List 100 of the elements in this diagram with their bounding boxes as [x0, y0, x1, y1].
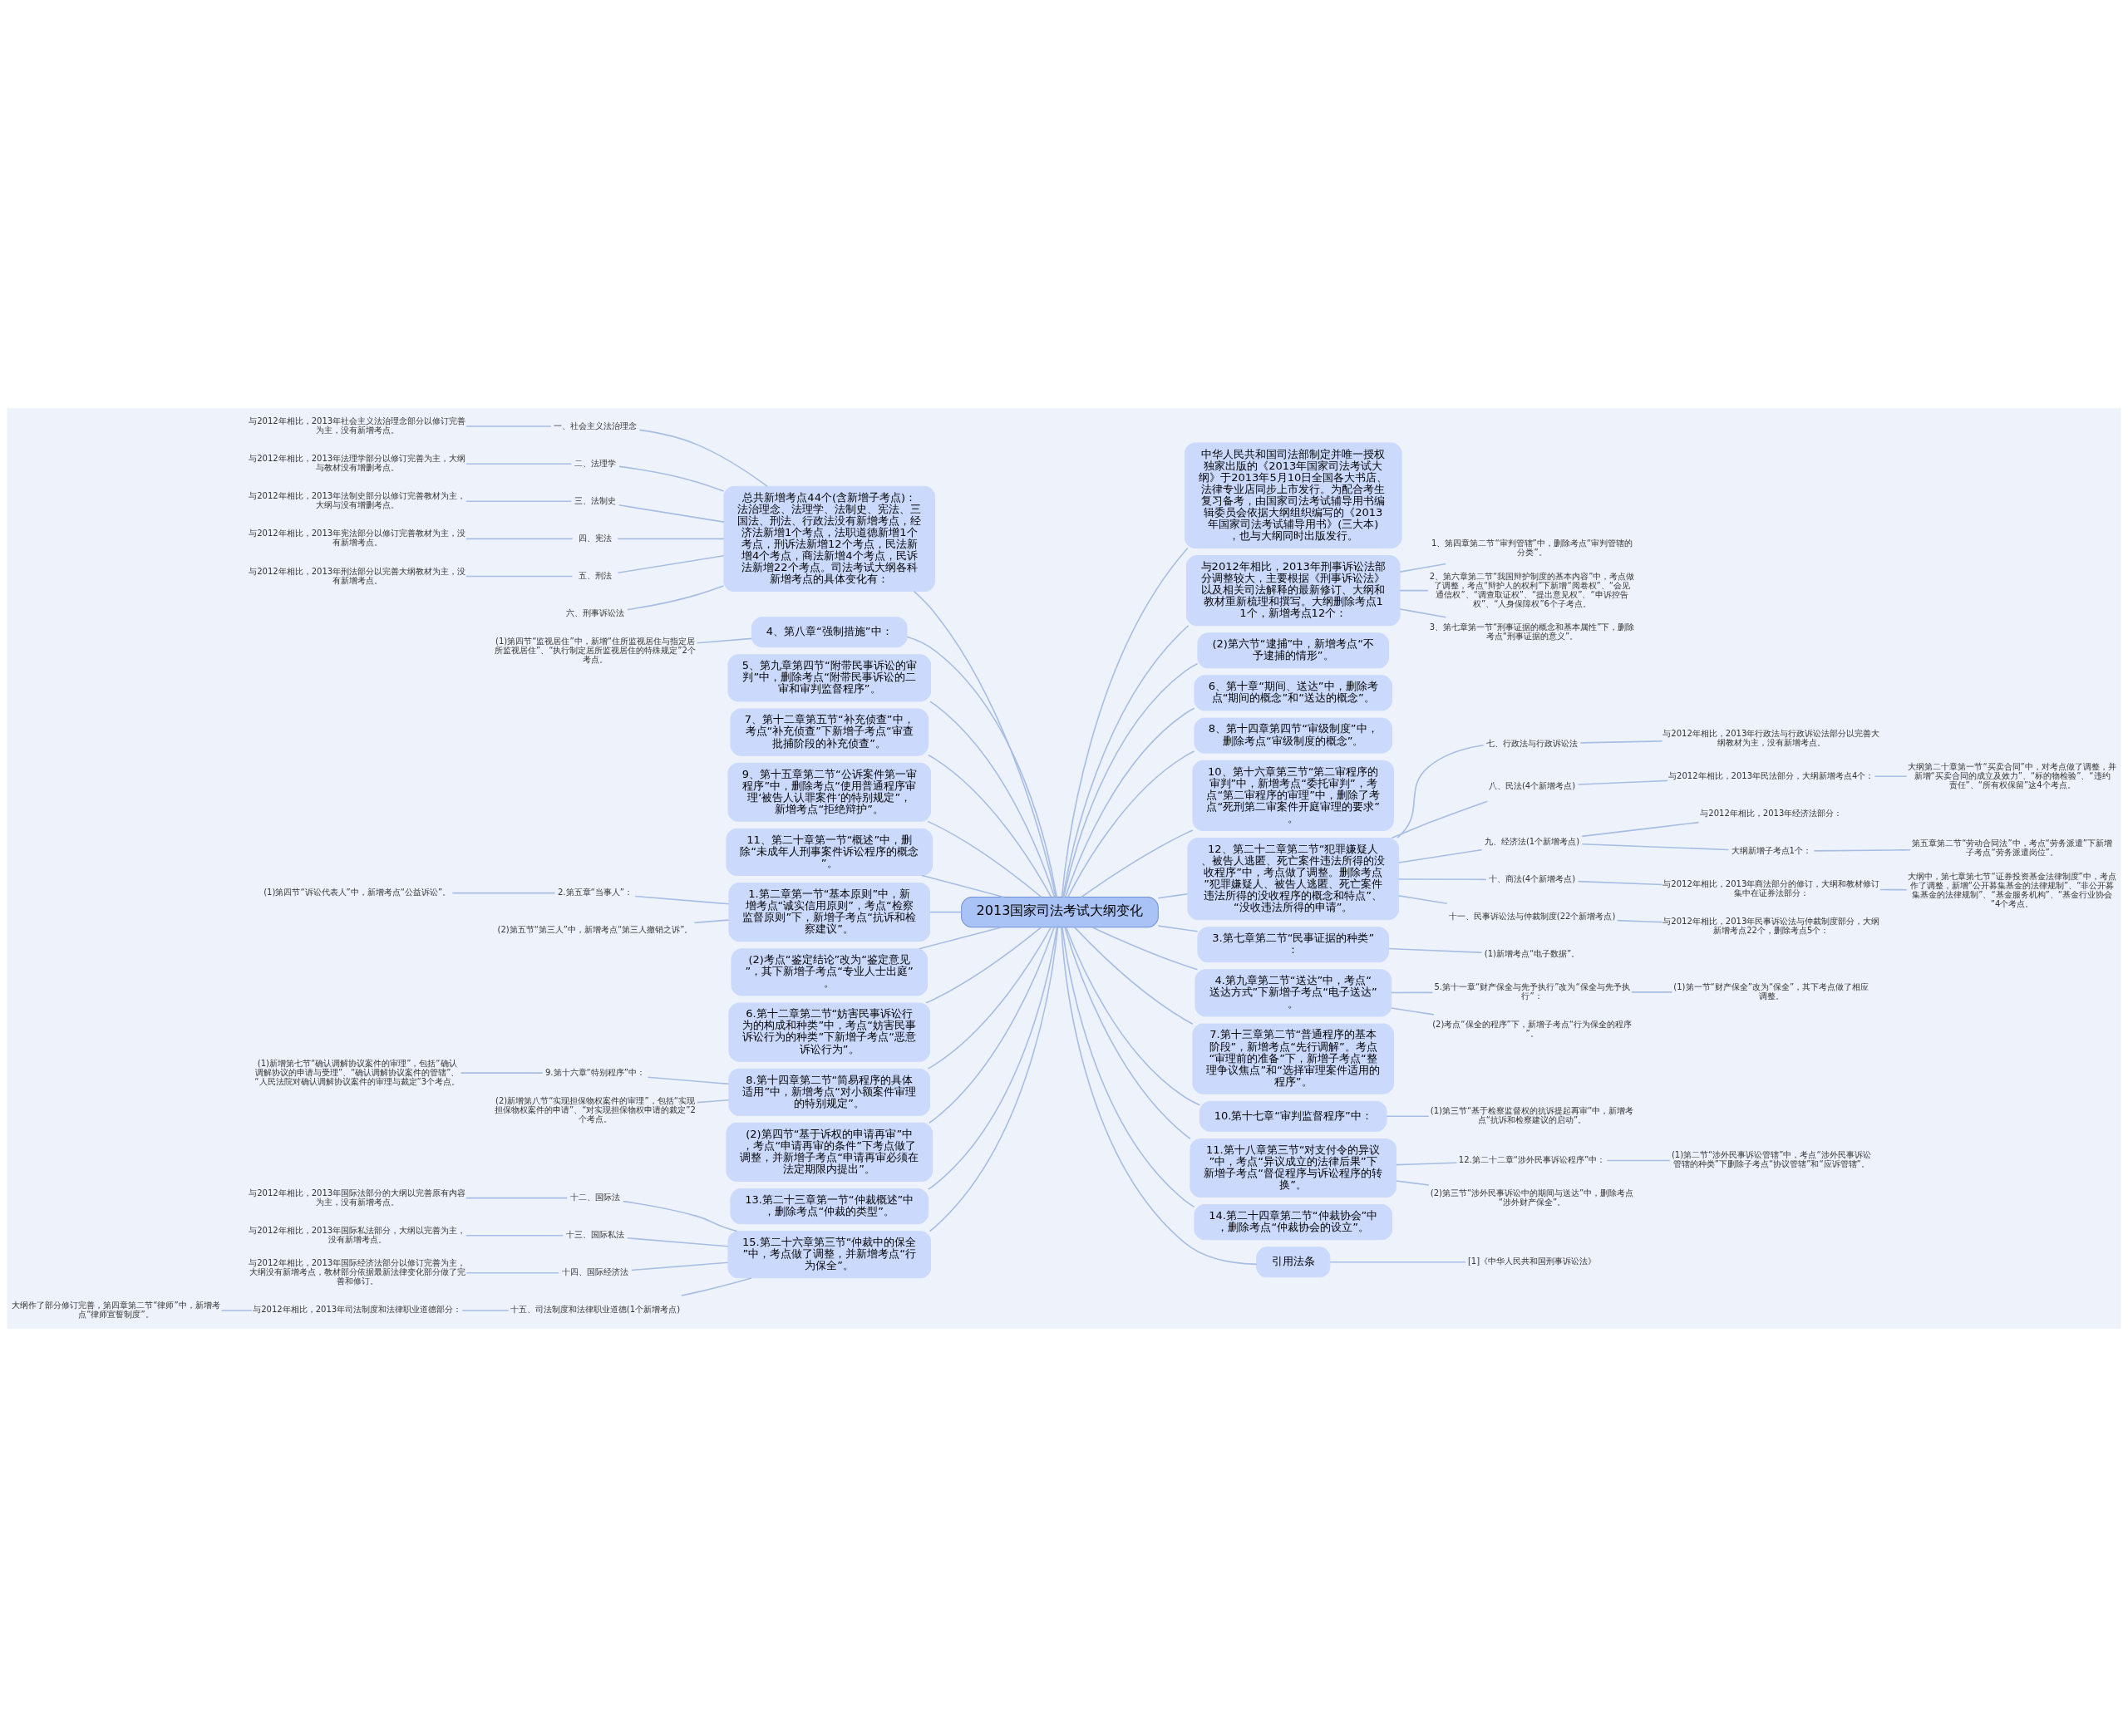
node-box: (2)第六节“逮捕”中，新增考点“不予逮捕的情形”。: [1197, 632, 1390, 668]
connector: [1064, 926, 1191, 1139]
connector: [906, 636, 1058, 898]
connector: [630, 1261, 729, 1271]
node-text: (2)第三节“涉外民事诉讼中的期间与送达”中，删除考点“涉外财产保全”。: [1430, 1188, 1634, 1207]
connector: [1396, 1162, 1458, 1165]
node-text: 与2012年相比，2013年国际经济法部分以修订完善为主，大纲没有新增考点，教材部分依据最新法律变化部分做了完善和修订。: [249, 1257, 466, 1286]
node-text: 十四、国际经济法: [561, 1266, 628, 1276]
node-text: (1)第一节“财产保全”改为“保全”，其下考点做了相应调整。: [1673, 981, 1869, 1001]
connector: [1157, 893, 1189, 899]
node-text: [1]《中华人民共和国刑事诉讼法》: [1467, 1256, 1597, 1266]
node-text: 与2012年相比，2013年民法部分，大纲新增考点4个：: [1668, 770, 1874, 780]
node-box: 引用法条: [1256, 1246, 1331, 1277]
connector: [1813, 848, 1911, 852]
connector: [919, 926, 1002, 949]
connector: [1386, 1115, 1430, 1117]
node-text: (1)第四节“诉讼代表人”中，新增考点“公益诉讼”。: [264, 887, 451, 897]
node-text: 六、刑事诉讼法: [565, 607, 624, 617]
connector: [460, 1071, 544, 1074]
node-box: (2)第四节“基于诉权的申请再审”中，考点“申请再审的条件”下考点做了调整，并新增子考点“申请再审必须在法定期限内提出”。: [726, 1122, 933, 1182]
node-box: 与2012年相比，2013年刑事诉讼法部分调整较大，主要根据《刑事诉讼法》以及相关司法解释的最新修订、大纲和教材重新梳理和撰写。大纲删除考点11个，新增考点12个：: [1185, 554, 1401, 626]
node-text: 与2012年相比，2013年经济法部分：: [1700, 808, 1843, 818]
connector: [465, 425, 552, 427]
node-text: 十一、民事诉讼法与仲裁制度(22个新增考点): [1448, 911, 1616, 921]
connector: [465, 1234, 564, 1236]
node-text: 十三、国际私法: [565, 1229, 624, 1239]
connector: [1157, 924, 1199, 932]
node-text: 八、民法(4个新增考点): [1488, 780, 1576, 790]
node-text: (2)新增第八节“实现担保物权案件的审理”，包括“实现担保物权案件的申请”、“对实现担保物权申请的裁定”2个考点。: [495, 1095, 696, 1124]
node-box: 12、第二十二章第二节“犯罪嫌疑人、被告人逃匿、死亡案件违法所得的没收程序”中，考点做了调整。删除考点”犯罪嫌疑人、被告人逃匿、死亡案件违法所得的没收程序的概念和特点”、“没收违法所得的申请”。: [1187, 837, 1400, 920]
node-text: 十五、司法制度和法律职业道德(1个新增考点): [510, 1304, 681, 1314]
connector: [1399, 607, 1447, 617]
connector: [220, 1309, 253, 1311]
node-text: 与2012年相比，2013年刑法部分以完善大纲教材为主，没有新增考点。: [249, 566, 466, 585]
connector: [921, 874, 1005, 898]
connector: [461, 1309, 510, 1311]
connector: [1062, 624, 1190, 898]
connector: [1606, 1159, 1671, 1161]
connector: [465, 538, 574, 539]
node-text: 2、第六章第二节“我国辩护制度的基本内容”中，考点做了调整，考点“辩护人的权利”下新增“阅卷权”、“会见通信权”、“调查取证权”、“提出意见权”、“申诉控告权”、“人身保障权”6个子考点。: [1429, 571, 1635, 608]
node-box: 14.第二十四章第二节“仲裁协会”中，删除考点“仲裁协会的设立”。: [1194, 1203, 1393, 1240]
connector: [1061, 547, 1189, 898]
node-text: 二、法理学: [574, 458, 616, 468]
connector: [465, 575, 574, 577]
connector: [1581, 843, 1730, 850]
node-text: (1)新增第七节“确认调解协议案件的审理”，包括“确认调解协议的申请与受理”、“确认调解协议案件的管辖”、“人民法院对确认调解协议案件的审理与裁定”3个考点。: [254, 1058, 461, 1086]
connector: [1581, 821, 1700, 837]
connector: [925, 926, 1042, 1004]
node-box: 5、第九章第四节“附带民事诉讼的审判”中，删除考点“附带民事诉讼的二审和审判监督程序”。: [727, 653, 932, 701]
node-text: 与2012年相比，2013年行政法与行政诉讼法部分以完善大纲教材为主，没有新增考点。: [1662, 728, 1880, 747]
node-text: (1)第二节“涉外民事诉讼管辖”中，考点“涉外民事诉讼管辖的种类”下删除子考点“协议管辖”和“应诉管辖”。: [1671, 1149, 1871, 1168]
node-box: 15.第二十六章第三节“仲裁中的保全”中，考点做了调整，并新增考点“行为保全”。: [727, 1230, 932, 1278]
node-box: 6、第十章“期间、送达”中，删除考点“期间的概念”和“送达的概念”。: [1194, 674, 1393, 711]
node-text: 2.第五章“当事人”：: [558, 887, 633, 897]
connector: [1879, 888, 1908, 890]
connector: [1064, 707, 1195, 898]
connector: [465, 1197, 568, 1198]
connector: [1062, 926, 1195, 1207]
node-text: 四、宪法: [578, 533, 612, 543]
node-text: (1)新增考点“电子数据”。: [1484, 948, 1580, 958]
connector: [927, 820, 1042, 898]
connector: [913, 590, 1057, 898]
node-box: 2013国家司法考试大纲变化: [961, 896, 1159, 927]
node-box: 中华人民共和国司法部制定并唯一授权独家出版的《2013年国家司法考试大纲》于2013年5月10日全国各大书店、法律专业店同步上市发行。为配合考生复习备考，由国家司法考试辅导用书编辑委员会依据大纲组织编写的《2013年国家司法考试辅导用书》(三大本)，也与大纲同时出版发行。: [1184, 442, 1402, 548]
connector: [465, 462, 573, 465]
node-box: 7.第十三章第二节“普通程序的基本阶段”，新增考点“先行调解”。考点“审理前的准备”下，新增子考点“整理争议焦点”和“选择审理案件适用的程序”。: [1192, 1023, 1395, 1094]
connector: [638, 429, 768, 487]
connector: [618, 465, 725, 492]
connector: [618, 504, 725, 523]
node-text: 与2012年相比，2013年国际私法部分，大纲以完善为主，没有新增考点。: [249, 1225, 466, 1244]
node-box: 7、第十二章第五节“补充侦查”中，考点“补充侦查”下新增子考点“审查批捕阶段的补充侦查”。: [730, 708, 929, 756]
connector: [1399, 589, 1429, 591]
node-box: 11、第二十章第一节“概述”中，删除“未成年人刑事案件诉讼程序的概念”。: [726, 828, 933, 876]
node-text: 十二、国际法: [569, 1192, 620, 1202]
node-text: 九、经济法(1个新增考点): [1484, 836, 1580, 846]
node-text: 12.第二十二章“涉外民事诉讼程序”中：: [1458, 1154, 1606, 1164]
connector: [1579, 740, 1663, 744]
node-text: (2)第五节“第三人”中，新增考点“第三人撤销之诉”。: [497, 924, 693, 934]
connector: [1081, 829, 1194, 898]
connector: [465, 500, 573, 502]
connector: [697, 1099, 730, 1103]
node-text: 一、社会主义法治理念: [553, 420, 637, 430]
node-box: 4、第八章“强制措施”中：: [751, 616, 908, 647]
connector: [1073, 926, 1194, 1025]
node-text: 与2012年相比，2013年民事诉讼法与仲裁制度部分，大纲新增考点22个，删除考点5个：: [1662, 916, 1880, 935]
node-box: 3.第七章第二节“民事证据的种类”：: [1197, 926, 1390, 962]
node-text: 与2012年相比，2013年国际法部分的大纲以完善原有内容为主，没有新增考点。: [249, 1188, 466, 1207]
node-box: 13.第二十三章第一节“仲裁概述”中，删除考点“仲裁的类型”。: [730, 1188, 929, 1224]
node-text: 大纲中，第七章第七节“证券投资基金法律制度”中，考点作了调整，新增“公开募集基金的法律规制”、“非公开募集基金的法律规制”、“基金服务机构”、“基金行业协会”4个考点。: [1908, 871, 2116, 908]
connector: [1397, 878, 1487, 880]
connector: [1396, 1179, 1430, 1186]
node-box: 6.第十二章第二节“妨害民事诉讼行为的构成和种类”中，考点“妨害民事诉讼行为的种类”下新增子考点“恶意诉讼行为”。: [728, 1001, 931, 1062]
connector: [927, 754, 1052, 898]
connector: [1329, 1261, 1466, 1263]
node-box: 总共新增考点44个(含新增子考点)：法治理念、法理学、法制史、宪法、三国法、刑法、行政法没有新增考点，经济法新增1个考点，法职道德新增1个考点，刑诉法新增12个考点，民法新增4个考点，商法新增4个考点，民诉法新增22个考点。司法考试大纲各科新增考点的具体变化有：: [723, 485, 936, 592]
node-text: 与2012年相比，2013年法理学部分以修订完善为主，大纲与教材没有增删考点。: [249, 453, 466, 472]
node-box: 10.第十七章“审判监督程序”中：: [1199, 1100, 1387, 1132]
node-box: 9、第十五章第二节“公诉案件第一审程序”中，删除考点“使用普通程序审理‘被告人认罪案件’的特别规定”，新增考点“拒绝辩护”。: [727, 762, 932, 822]
connector: [647, 1076, 730, 1084]
connector: [1396, 744, 1485, 838]
